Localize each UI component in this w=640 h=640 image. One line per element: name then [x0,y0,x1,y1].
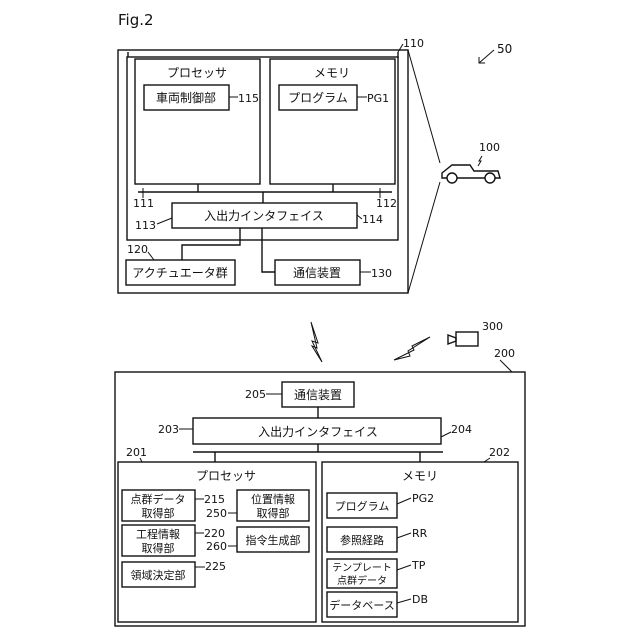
ref-201: 201 [126,446,147,459]
actuator-group-label: アクチュエータ群 [132,266,227,280]
vehicle-io-interface-label: 入出力インタフェイス [204,209,324,223]
ref-120: 120 [127,243,148,256]
ref-300: 300 [482,320,503,333]
ref-100: 100 [479,141,500,154]
region-determination-unit-label: 領域決定部 [131,568,186,582]
vehicle-icon [442,156,500,183]
projection-line-bottom [408,182,440,293]
ref-50: 50 [497,42,512,56]
ref-200-leader [500,360,512,372]
process-info-acquisition-unit-line1: 工程情報 [136,528,180,541]
ref-110: 110 [403,37,424,50]
ref-200: 200 [494,347,515,360]
vehicle-control-device: 110 プロセッサ 車両制御部 115 111 メモリ プログラム PG1 11… [118,37,424,293]
ref-202: 202 [489,446,510,459]
point-cloud-acquisition-unit-line1: 点群データ [131,492,186,506]
ref-db: DB [412,593,428,606]
ref-113: 113 [135,219,156,232]
process-info-acquisition-unit-line2: 取得部 [142,541,175,555]
ref-203: 203 [158,423,179,436]
command-generation-unit-label: 指令生成部 [246,533,301,547]
figure-title: Fig.2 [118,11,154,29]
database-label: データベース [329,598,394,612]
template-point-cloud-line2: 点群データ [337,574,387,587]
ref-pg2: PG2 [412,492,434,505]
ref-114: 114 [362,213,383,226]
point-cloud-acquisition-unit-line2: 取得部 [142,506,175,520]
ref-204: 204 [451,423,472,436]
vehicle-processor-title: プロセッサ [167,66,227,80]
camera-icon [448,332,478,346]
server-program-label: プログラム [335,499,390,513]
ref-260: 260 [206,540,227,553]
vehicle-comm-device-label: 通信装置 [293,266,341,280]
ref-220: 220 [204,527,225,540]
ref-112: 112 [376,197,397,210]
ref-pg1: PG1 [367,92,389,105]
ref-225: 225 [205,560,226,573]
lightning-right-icon [394,337,430,360]
position-info-acquisition-unit-line2: 取得部 [257,506,290,520]
ref-115: 115 [238,92,259,105]
vehicle-memory-title: メモリ [314,66,350,80]
ref-205: 205 [245,388,266,401]
ref-tp: TP [411,559,426,572]
ref-215: 215 [204,493,225,506]
server-comm-device-label: 通信装置 [294,388,342,402]
position-info-acquisition-unit-line1: 位置情報 [251,492,295,506]
ref-111: 111 [133,197,154,210]
reference-route-label: 参照経路 [340,533,384,547]
template-point-cloud-line1: テンプレート [332,562,392,574]
ref-rr: RR [412,527,428,540]
server-io-interface-label: 入出力インタフェイス [258,425,378,439]
server: 200 通信装置 205 入出力インタフェイス 203 204 プロセッサ 20… [115,347,525,626]
ref-50-arrow [479,50,494,63]
server-memory-title: メモリ [402,469,438,483]
lightning-left-icon [311,322,322,362]
ref-250: 250 [206,507,227,520]
ref-130: 130 [371,267,392,280]
server-processor-title: プロセッサ [196,469,256,483]
vehicle-program-label: プログラム [288,91,348,105]
projection-line-top [408,50,440,163]
vehicle-control-unit-label: 車両制御部 [156,90,216,105]
